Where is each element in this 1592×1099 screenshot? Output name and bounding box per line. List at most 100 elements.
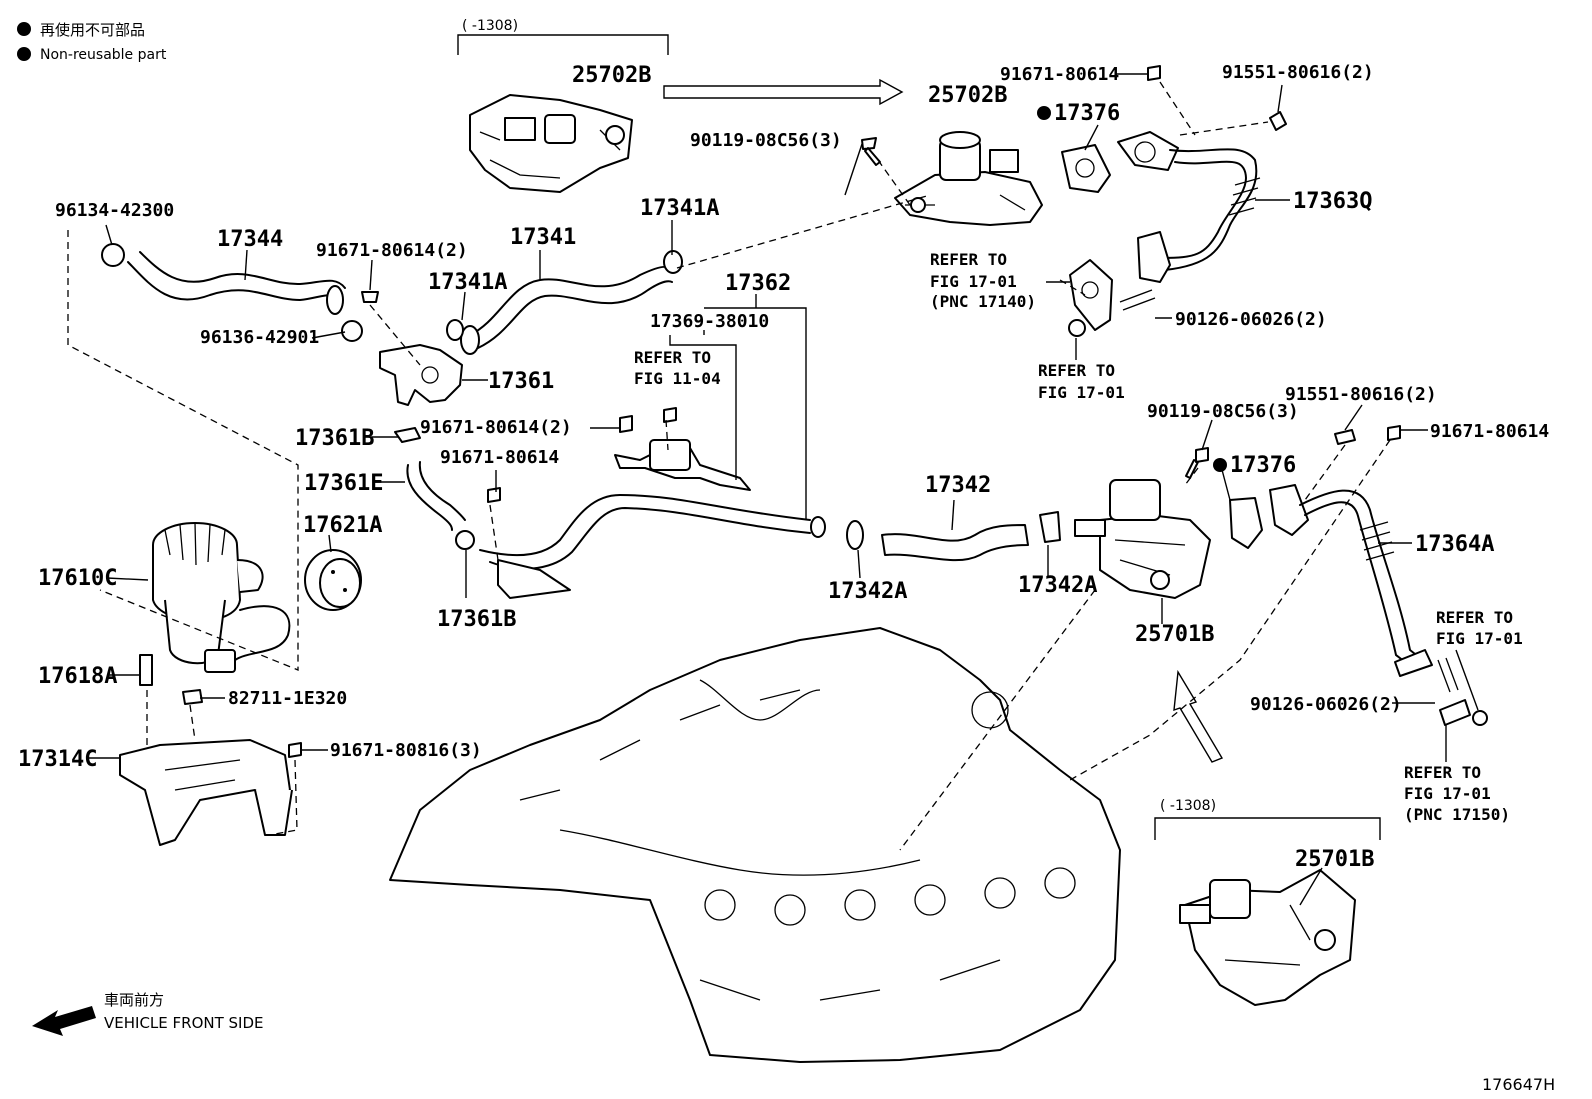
refer-fig1701-d-line3: (PNC 17150) [1404, 805, 1510, 824]
valve-25701B [1074, 479, 1211, 599]
label-91551-80616-b: 91551-80616(2) [1285, 384, 1437, 405]
bracket-17314C [119, 739, 293, 846]
refer-fig1701-d-line2: FIG 17-01 [1404, 784, 1491, 803]
stud-bolt-icon [1119, 289, 1156, 311]
bolt-icon [619, 415, 633, 433]
clamp-17342A-a [846, 520, 864, 550]
refer-fig1701-a-line3: (PNC 17140) [930, 292, 1036, 311]
label-25701B-bottom: 25701B [1295, 847, 1374, 872]
gasket-17376-top [1061, 144, 1111, 193]
label-96134-42300: 96134-42300 [55, 200, 174, 221]
label-17363Q: 17363Q [1293, 189, 1372, 214]
refer-fig1104-line1: REFER TO [634, 348, 711, 367]
front-side-english: VEHICLE FRONT SIDE [104, 1014, 264, 1032]
bolt-icon [861, 137, 881, 166]
direction-arrow-icon [1173, 669, 1224, 763]
label-90119-08C56-a: 90119-08C56(3) [690, 130, 842, 151]
label-82711-1E320: 82711-1E320 [228, 688, 347, 709]
label-90126-06026-b: 90126-06026(2) [1250, 694, 1402, 715]
damper-17621A [304, 549, 362, 611]
sensor-17618A [139, 654, 153, 686]
bracket-refer-17150 [1439, 699, 1471, 726]
label-91671-80614-right: 91671-80614 [1430, 421, 1549, 442]
label-17342: 17342 [925, 473, 991, 498]
label-17314C: 17314C [18, 747, 97, 772]
hose-17344 [101, 243, 363, 342]
label-17341A-top: 17341A [640, 196, 719, 221]
label-17361B-a: 17361B [295, 426, 374, 451]
date-range-bottom-label: ( -1308) [1160, 798, 1216, 814]
union-17361 [379, 344, 463, 406]
label-17341A: 17341A [428, 270, 507, 295]
refer-fig1104-line2: FIG 11-04 [634, 369, 721, 388]
refer-fig1701-d-line1: REFER TO [1404, 763, 1481, 782]
refer-fig1701-c-line1: REFER TO [1436, 608, 1513, 627]
valve-25702B-old [469, 94, 633, 193]
legend-japanese: 再使用不可部品 [40, 21, 145, 39]
bolt-icon [663, 407, 677, 423]
label-91551-80616-top: 91551-80616(2) [1222, 62, 1374, 83]
label-17341: 17341 [510, 225, 576, 250]
refer-fig1701-a-line2: FIG 17-01 [930, 272, 1017, 291]
bolt-icon [361, 291, 379, 303]
legend: 再使用不可部品 Non-reusable part [17, 21, 167, 63]
bolt-icon [288, 742, 302, 758]
label-17376-b: 17376 [1230, 453, 1296, 478]
stud-bolt-icon [1437, 657, 1459, 693]
valve-25701B-old [1179, 869, 1356, 1006]
label-17364A: 17364A [1415, 532, 1494, 557]
label-25702B: 25702B [928, 83, 1007, 108]
label-96136-42901: 96136-42901 [200, 327, 319, 348]
hose-17342 [881, 524, 1029, 562]
non-reusable-dot-icon [1037, 106, 1051, 120]
bolt-icon [1387, 425, 1401, 441]
refer-fig1701-b-line1: REFER TO [1038, 361, 1115, 380]
bracket-17369 [614, 439, 751, 491]
label-91671-80614-top: 91671-80614 [1000, 64, 1119, 85]
clip-82711 [182, 689, 203, 705]
nut-icon [1472, 710, 1488, 726]
pipe-17363Q [1117, 131, 1261, 283]
label-17618A: 17618A [38, 664, 117, 689]
label-17362: 17362 [725, 271, 791, 296]
front-arrow-icon [32, 1006, 96, 1036]
refer-fig1701-b-line2: FIG 17-01 [1038, 383, 1125, 402]
air-pump-17610C [152, 522, 291, 673]
label-25701B: 25701B [1135, 622, 1214, 647]
non-reusable-dot-icon [17, 22, 31, 36]
date-range-top-label: ( -1308) [462, 18, 518, 34]
label-91671-80614-2b: 91671-80614(2) [420, 417, 572, 438]
hose-17341 [446, 250, 683, 355]
gasket-17376-b [1229, 497, 1263, 549]
label-17342A-b: 17342A [1018, 573, 1097, 598]
label-17610C: 17610C [38, 566, 117, 591]
label-17369-38010: 17369-38010 [650, 311, 769, 332]
pipe-17364A [1269, 484, 1433, 677]
non-reusable-dot-icon [17, 47, 31, 61]
vehicle-front-indicator: 車両前方 VEHICLE FRONT SIDE [32, 991, 264, 1036]
clamp-17361B-b [455, 530, 475, 550]
non-reusable-dot-icon [1213, 458, 1227, 472]
supersede-arrow-icon [663, 78, 904, 106]
label-17376-top: 17376 [1054, 101, 1120, 126]
label-17621A: 17621A [303, 513, 382, 538]
label-91671-80614-mid: 91671-80614 [440, 447, 559, 468]
hose-17361E [406, 464, 453, 531]
label-17361: 17361 [488, 369, 554, 394]
label-17361B-b: 17361B [437, 607, 516, 632]
bolt-icon [1185, 447, 1209, 479]
engine-intake-manifold [389, 627, 1121, 1063]
front-side-japanese: 車両前方 [104, 991, 164, 1009]
hose-17362 [479, 493, 826, 599]
label-25702B-top: 25702B [572, 63, 651, 88]
nut-icon [1068, 319, 1086, 337]
label-91671-80614-2: 91671-80614(2) [316, 240, 468, 261]
refer-fig1701-c-line2: FIG 17-01 [1436, 629, 1523, 648]
label-90126-06026-top: 90126-06026(2) [1175, 309, 1327, 330]
bolt-icon [487, 487, 501, 503]
date-range-bottom: ( -1308) [1154, 798, 1381, 840]
flange-refer-17140 [1069, 259, 1113, 331]
label-17361E: 17361E [304, 471, 383, 496]
bolt-icon [1269, 111, 1287, 131]
